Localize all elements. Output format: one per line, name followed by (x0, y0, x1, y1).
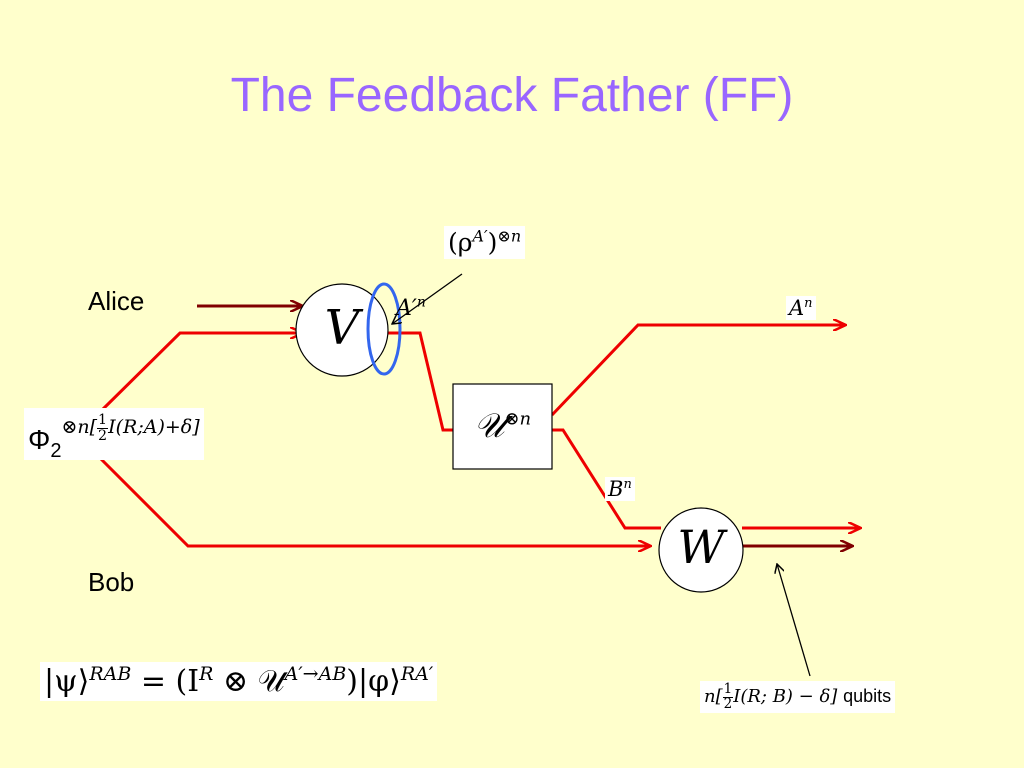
ebit-bob-wire (98, 456, 650, 546)
alice-label: Alice (88, 286, 145, 316)
ebit-alice-wire (98, 333, 302, 414)
rho-pointer-arrow (392, 273, 463, 324)
u-box (452, 383, 553, 470)
u-output-a-wire (550, 325, 845, 417)
v-to-u-wire (388, 331, 453, 432)
v-node-label: V (324, 300, 360, 356)
purification-ellipse (366, 282, 402, 376)
a-prime-n-label: A′n (396, 294, 426, 321)
u-node-label: 𝒰⊗n (473, 406, 532, 446)
rho-tensor-label: (ρA′)⊗n (444, 226, 526, 259)
w-node-label: W (677, 520, 725, 574)
a-n-label: An (786, 296, 816, 320)
qubits-pointer-arrow (777, 564, 811, 677)
b-n-label: Bn (605, 477, 635, 501)
bob-label: Bob (88, 567, 135, 597)
state-equation: |ψ⟩RAB = (IR ⊗ 𝒰A′→AB)|φ⟩RA′ (40, 662, 438, 701)
w-node-circle (658, 507, 744, 593)
v-node-circle (295, 283, 389, 377)
u-output-b-wire (552, 428, 661, 530)
slide-title: The Feedback Father (FF) (230, 69, 794, 122)
